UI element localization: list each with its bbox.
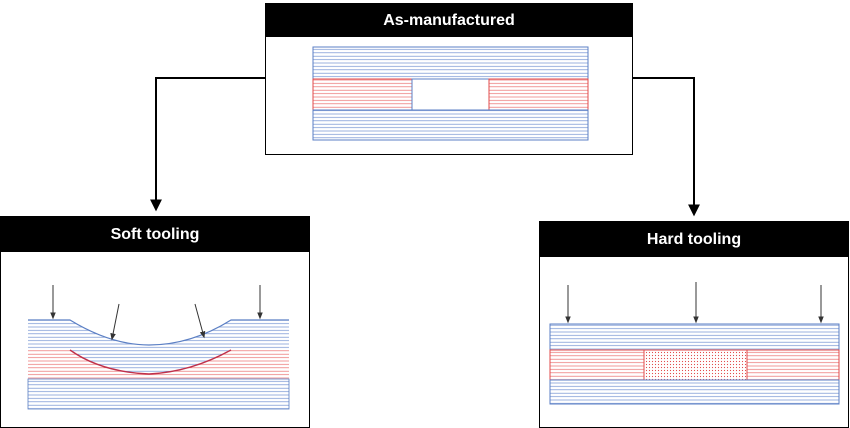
as-manufactured-title: As-manufactured: [266, 4, 632, 37]
mid-red-plies-right: [488, 78, 589, 111]
mid-red-plies-right: [746, 349, 840, 381]
pressure-arrow-2: [110, 303, 120, 341]
soft-tooling-title: Soft tooling: [1, 217, 309, 252]
bottom-blue-plies: [27, 378, 290, 410]
mid-red-plies-left: [549, 349, 645, 381]
bottom-blue-plies: [549, 379, 840, 405]
hard-tooling-panel: Hard tooling: [539, 221, 849, 428]
compacted-resin-zone: [643, 349, 748, 381]
top-blue-plies: [549, 323, 840, 351]
as-manufactured-panel: As-manufactured: [265, 3, 633, 155]
pressure-arrow-3: [194, 303, 206, 339]
mid-red-plies-deformed: [28, 350, 289, 379]
as-manufactured-laminate: [312, 46, 589, 141]
soft-tooling-panel: Soft tooling: [0, 216, 310, 428]
hard-tooling-title: Hard tooling: [540, 222, 848, 257]
top-blue-plies-deformed: [28, 320, 289, 374]
connector-left-arrow: [150, 77, 265, 212]
top-surface-curve: [28, 319, 289, 346]
interface-curve: [69, 349, 232, 375]
hard-tooling-laminate: [549, 282, 840, 405]
bottom-blue-plies: [312, 109, 589, 141]
soft-tooling-laminate: [27, 285, 290, 410]
connector-right-arrow: [633, 77, 700, 217]
mid-red-plies-left: [312, 78, 413, 111]
top-blue-plies: [312, 46, 589, 80]
gap-void: [411, 78, 490, 111]
